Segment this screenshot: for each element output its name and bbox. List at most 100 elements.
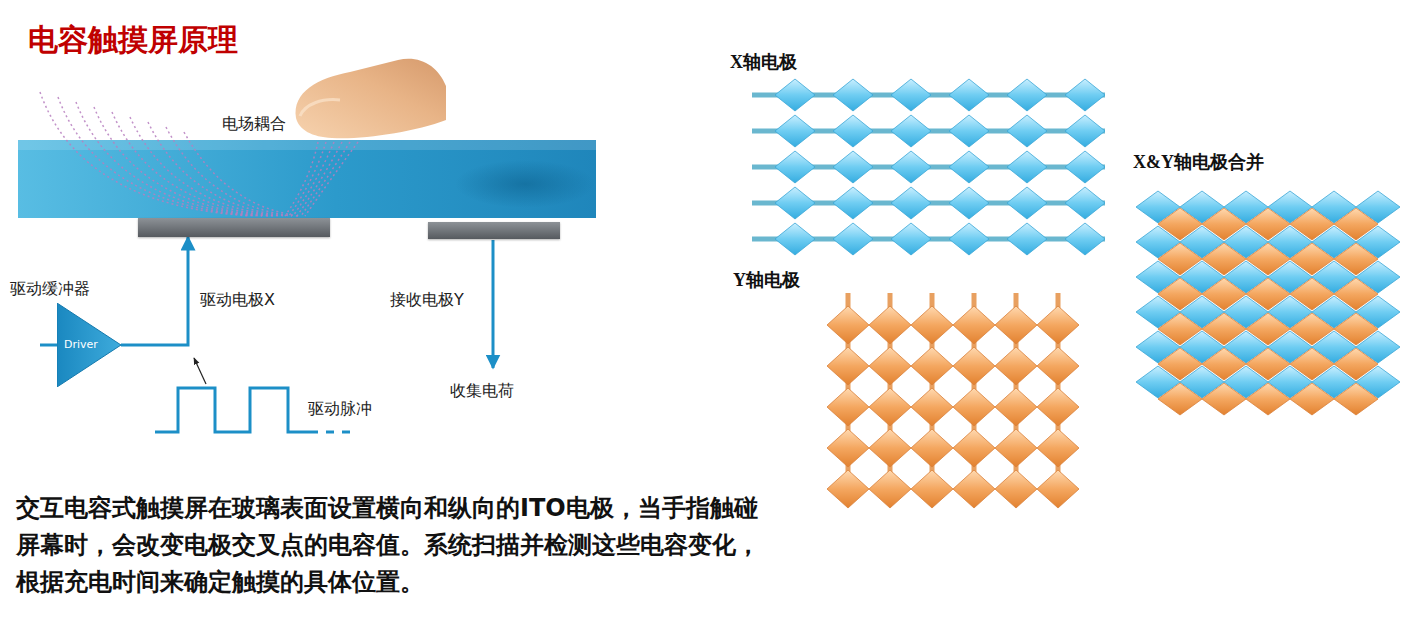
y-electrode-pad xyxy=(1334,383,1378,415)
output-label: 收集电荷 xyxy=(450,381,514,400)
field-line xyxy=(289,142,326,216)
x-electrode-pad xyxy=(833,79,873,111)
x-electrode-pad xyxy=(891,79,931,111)
x-electrode-pad xyxy=(891,151,931,183)
y-electrode-pad xyxy=(1037,306,1079,344)
x-electrode-pad xyxy=(1065,115,1105,147)
x-electrode-pad xyxy=(891,115,931,147)
merged-electrode-grid xyxy=(1136,191,1400,415)
field-line xyxy=(40,92,250,216)
finger xyxy=(296,59,446,139)
panel-heading: Y轴电极 xyxy=(733,270,800,292)
x-electrode-pad xyxy=(949,115,989,147)
x-electrode-pad xyxy=(1065,187,1105,219)
electrode-bar: 接收电极Y xyxy=(428,222,560,239)
receive-arrow xyxy=(492,240,495,368)
x-electrode-pad xyxy=(775,223,815,255)
y-electrode-pad xyxy=(1037,347,1079,385)
driver-label: Driver xyxy=(64,338,98,351)
y-electrode-pad xyxy=(953,306,995,344)
driver-triangle: 驱动缓冲器Driver xyxy=(57,303,121,387)
y-electrode-pad xyxy=(869,470,911,508)
x-electrode-pad xyxy=(1007,187,1047,219)
y-electrode-pad xyxy=(1037,429,1079,467)
field-line xyxy=(305,142,358,216)
field-line xyxy=(285,142,318,216)
y-electrode-pad xyxy=(995,306,1037,344)
x-electrode-pad xyxy=(949,79,989,111)
y-electrode-pad xyxy=(827,347,869,385)
y-electrode-pad xyxy=(995,470,1037,508)
field-line xyxy=(148,122,286,216)
field-line xyxy=(184,132,298,216)
x-electrode-pad xyxy=(1065,151,1105,183)
x-electrode-pad xyxy=(1007,79,1047,111)
x-electrode-grid xyxy=(752,79,1105,255)
y-electrode-pad xyxy=(911,429,953,467)
y-electrode-pad xyxy=(1246,383,1290,415)
y-electrode-pad xyxy=(869,347,911,385)
electrode-label: 接收电极Y xyxy=(390,290,464,309)
input-wire xyxy=(40,344,57,347)
y-electrode-pad xyxy=(995,388,1037,426)
x-electrode-pad xyxy=(833,223,873,255)
x-electrode-pad xyxy=(775,115,815,147)
y-electrode-pad xyxy=(953,388,995,426)
x-electrode-pad xyxy=(1065,79,1105,111)
y-electrode-pad xyxy=(869,306,911,344)
glass-highlight xyxy=(18,140,596,150)
caption: 交互电容式触摸屏在玻璃表面设置横向和纵向的ITO电极，当手指触碰屏幕时，会改变电… xyxy=(16,490,761,601)
y-electrode-pad xyxy=(1202,383,1246,415)
glass-panel xyxy=(18,140,596,218)
x-electrode-pad xyxy=(833,187,873,219)
y-electrode-pad xyxy=(911,347,953,385)
panel-heading: X轴电极 xyxy=(730,52,797,74)
x-electrode-pad xyxy=(775,187,815,219)
y-electrode-pad xyxy=(1290,383,1334,415)
y-electrode-pad xyxy=(911,306,953,344)
y-electrode-pad xyxy=(1158,383,1202,415)
x-electrode-pad xyxy=(1007,151,1047,183)
x-electrode-pad xyxy=(891,187,931,219)
y-electrode-pad xyxy=(827,306,869,344)
x-electrode-pad xyxy=(1007,115,1047,147)
y-electrode-pad xyxy=(953,429,995,467)
finger-highlight xyxy=(300,100,340,116)
y-electrode-pad xyxy=(995,429,1037,467)
glass-shade xyxy=(455,160,595,208)
signal-label: 驱动脉冲 xyxy=(308,399,372,418)
panel-heading: X&Y轴电极合并 xyxy=(1133,152,1264,174)
field-label: 电场耦合 xyxy=(222,114,286,133)
y-electrode-pad xyxy=(827,388,869,426)
x-electrode-pad xyxy=(833,151,873,183)
x-electrode-pad xyxy=(891,223,931,255)
leader-line xyxy=(194,358,206,384)
signal-wire xyxy=(121,237,188,345)
y-electrode-grid xyxy=(827,293,1079,508)
component-label: 驱动缓冲器 xyxy=(10,279,90,298)
x-electrode-pad xyxy=(1007,223,1047,255)
electrode-bar: 驱动电极X xyxy=(138,218,330,237)
x-electrode-pad xyxy=(949,223,989,255)
y-electrode-pad xyxy=(827,470,869,508)
y-electrode-pad xyxy=(827,429,869,467)
y-electrode-pad xyxy=(995,347,1037,385)
x-electrode-pad xyxy=(1065,223,1105,255)
y-electrode-pad xyxy=(1037,470,1079,508)
x-electrode-pad xyxy=(775,79,815,111)
driver-triangle-shape xyxy=(57,303,121,387)
field-line xyxy=(297,142,342,216)
y-electrode-pad xyxy=(911,388,953,426)
y-electrode-pad xyxy=(953,470,995,508)
y-electrode-pad xyxy=(869,429,911,467)
x-electrode-pad xyxy=(833,115,873,147)
electrode-label: 驱动电极X xyxy=(200,290,275,309)
y-electrode-pad xyxy=(1037,388,1079,426)
x-electrode-pad xyxy=(949,151,989,183)
x-electrode-pad xyxy=(775,151,815,183)
y-electrode-pad xyxy=(869,388,911,426)
y-electrode-pad xyxy=(953,347,995,385)
x-electrode-pad xyxy=(949,187,989,219)
